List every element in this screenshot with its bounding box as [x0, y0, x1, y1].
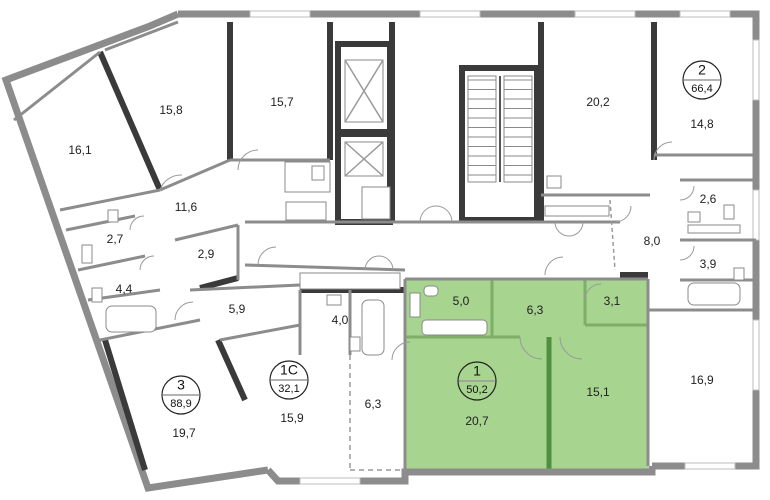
- stair-flight-left: [467, 75, 497, 183]
- badge-circle: [269, 360, 309, 400]
- badge-circle: [161, 375, 201, 415]
- fixtures: [81, 161, 745, 356]
- badge-circle: [682, 60, 722, 100]
- elevators: [344, 59, 384, 177]
- apartment-area: 50,2: [466, 384, 487, 396]
- room-area-15-1: 15,1: [586, 385, 610, 399]
- room-area-20-7: 20,7: [465, 414, 489, 428]
- badge-circle: [457, 361, 497, 401]
- room-area-16-1: 16,1: [68, 143, 92, 157]
- room-area-2-6: 2,6: [700, 192, 717, 206]
- apartment-number: 1: [473, 363, 481, 379]
- room-area-20-2: 20,2: [586, 95, 610, 109]
- apartment-badge-1c[interactable]: 1С 32,1: [269, 360, 309, 400]
- room-area-4-0: 4,0: [332, 313, 349, 327]
- room-area-16-9: 16,9: [690, 373, 714, 387]
- room-area-5-9: 5,9: [229, 302, 246, 316]
- room-area-2-7: 2,7: [107, 232, 124, 246]
- room-area-6-3-left: 6,3: [365, 397, 382, 411]
- partitions: [13, 20, 756, 472]
- apartment-badge-1[interactable]: 1 50,2: [457, 361, 497, 401]
- room-area-6-3: 6,3: [527, 303, 544, 317]
- room-area-15-7: 15,7: [270, 95, 294, 109]
- apartment-number: 1С: [280, 362, 298, 378]
- apartment-area: 88,9: [170, 398, 191, 410]
- stairs: [467, 75, 533, 183]
- stair-flight-right: [503, 75, 533, 183]
- apartment-1-highlight[interactable]: [405, 279, 650, 474]
- windows: [249, 10, 760, 485]
- apartment-badge-2[interactable]: 2 66,4: [682, 60, 722, 100]
- doors: [129, 141, 695, 361]
- room-area-8-0: 8,0: [644, 234, 661, 248]
- room-area-19-7: 19,7: [172, 426, 196, 440]
- room-area-3-1: 3,1: [604, 294, 621, 308]
- apartment-1-area: [405, 279, 648, 472]
- apartment-area: 32,1: [278, 383, 299, 395]
- apartment-area: 66,4: [691, 83, 712, 95]
- apartment-number: 2: [698, 62, 706, 78]
- apartment-badge-3[interactable]: 3 88,9: [161, 375, 201, 415]
- room-area-5-0: 5,0: [453, 294, 470, 308]
- room-labels: 16,1 15,8 15,7 11,6 2,7 4,4 2,9 5,9 4,0 …: [68, 95, 716, 440]
- room-area-4-4: 4,4: [116, 282, 133, 296]
- room-area-2-9: 2,9: [198, 247, 215, 261]
- room-area-15-8: 15,8: [159, 103, 183, 117]
- room-area-11-6: 11,6: [175, 200, 198, 214]
- structural-walls: [97, 22, 657, 471]
- apartment-number: 3: [177, 377, 185, 393]
- room-area-14-8: 14,8: [690, 117, 714, 131]
- room-area-3-9: 3,9: [700, 257, 717, 271]
- room-area-15-9: 15,9: [280, 411, 304, 425]
